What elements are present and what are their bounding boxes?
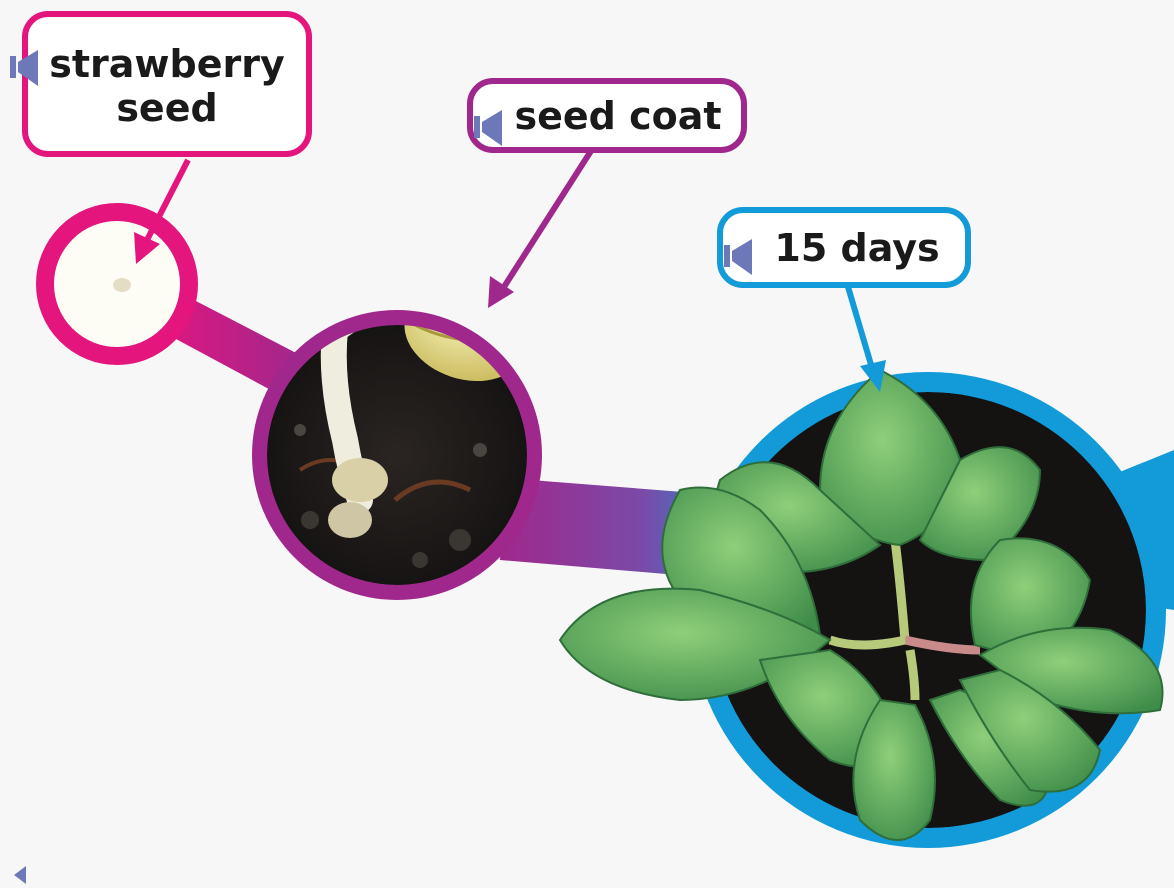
label-15-days-text: 15 days — [749, 226, 965, 270]
sprout-circle — [252, 274, 542, 600]
label-strawberry-seed-line2: seed — [28, 86, 306, 130]
label-strawberry-seed-line1: strawberry — [28, 42, 306, 86]
speaker-icon[interactable] — [6, 48, 46, 88]
label-seed-coat-text: seed coat — [495, 94, 741, 138]
back-arrow-icon[interactable] — [14, 866, 28, 884]
arrow-15-days — [846, 280, 886, 392]
label-strawberry-seed[interactable]: strawberry seed — [22, 11, 312, 157]
arrow-seed-coat — [488, 140, 598, 308]
speaker-icon[interactable] — [720, 237, 760, 277]
speaker-icon[interactable] — [470, 108, 510, 148]
seed-circle — [45, 212, 189, 356]
